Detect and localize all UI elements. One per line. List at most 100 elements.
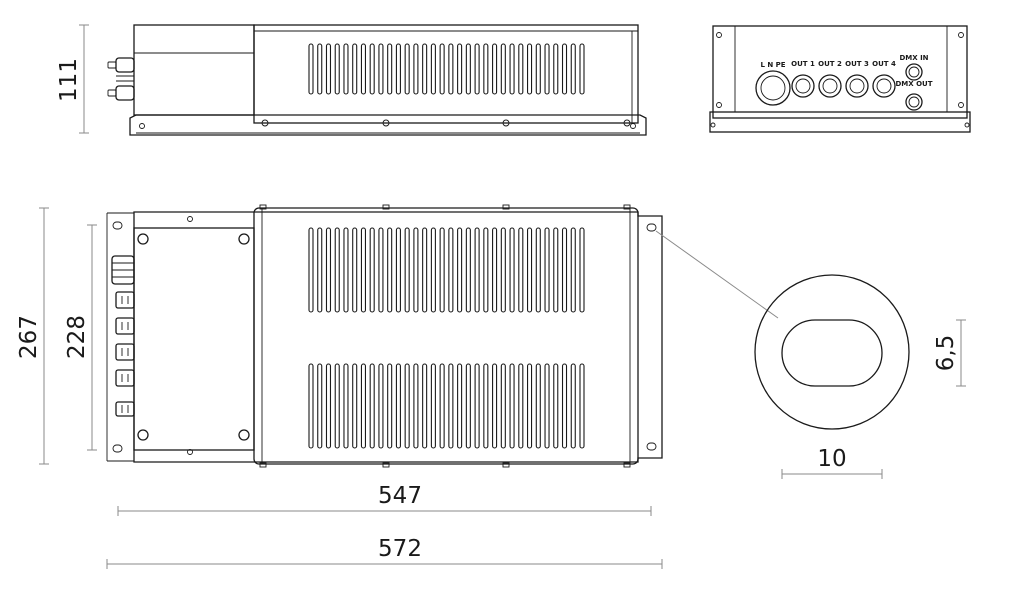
end-view: L N PE OUT 1 OUT 2 OUT 3 OUT 4 DMX IN DM…: [709, 25, 971, 133]
vent-slot: [509, 227, 515, 313]
vent-slot: [325, 363, 332, 449]
vent-slot: [413, 43, 419, 95]
vent-slot: [492, 43, 498, 95]
vent-slot: [448, 43, 454, 95]
dim-inner-width: 228: [64, 315, 90, 359]
vent-slot: [474, 363, 480, 449]
vent-slot: [518, 43, 524, 95]
vent-slot: [430, 363, 436, 449]
vent-slot: [325, 227, 332, 313]
vent-slot: [422, 227, 428, 313]
vent-slot: [352, 43, 358, 95]
vent-slot: [553, 43, 559, 95]
vent-slot: [448, 363, 454, 449]
dim-length-inner: 547: [378, 483, 422, 509]
vent-slot: [378, 43, 384, 95]
vent-slot: [518, 363, 524, 449]
vent-slot: [404, 363, 410, 449]
vent-slot: [404, 43, 410, 95]
vent-slot: [404, 227, 410, 313]
top-vent-slots-lower: [308, 363, 585, 449]
vent-slot: [360, 227, 367, 313]
vent-slot: [430, 227, 436, 313]
vent-slot: [360, 43, 367, 95]
vent-slot: [308, 363, 314, 449]
vent-slot: [413, 227, 419, 313]
vent-slot: [570, 43, 576, 95]
label-out1: OUT 1: [791, 60, 815, 68]
dim-hole-width: 10: [817, 446, 846, 472]
vent-slot: [500, 363, 506, 449]
vent-slot: [561, 227, 568, 313]
vent-slot: [317, 363, 323, 449]
vent-slot: [492, 227, 498, 313]
vent-slot: [352, 363, 358, 449]
vent-slot: [465, 363, 471, 449]
vent-slot: [518, 227, 524, 313]
vent-slot: [465, 43, 471, 95]
vent-slot: [526, 227, 533, 313]
vent-slot: [535, 227, 541, 313]
vent-slot: [544, 43, 550, 95]
vent-slot: [465, 227, 471, 313]
label-out3: OUT 3: [845, 60, 869, 68]
vent-slot: [395, 363, 401, 449]
vent-slot: [422, 43, 428, 95]
vent-slot: [570, 227, 576, 313]
vent-slot: [308, 227, 314, 313]
vent-slot: [378, 227, 384, 313]
label-power: L N PE: [760, 61, 785, 69]
vent-slot: [317, 227, 323, 313]
vent-slot: [430, 43, 436, 95]
vent-slot: [500, 43, 506, 95]
vent-slot: [526, 43, 533, 95]
vent-slot: [535, 363, 541, 449]
vent-slot: [553, 363, 559, 449]
vent-slot: [422, 363, 428, 449]
vent-slot: [387, 227, 393, 313]
vent-slot: [544, 227, 550, 313]
vent-slot: [360, 363, 367, 449]
vent-slot: [378, 363, 384, 449]
vent-slot: [500, 227, 506, 313]
label-dmx-out: DMX OUT: [895, 80, 932, 88]
vent-slot: [457, 227, 463, 313]
side-view: [107, 24, 647, 136]
vent-slot: [535, 43, 541, 95]
vent-slot: [544, 363, 550, 449]
vent-slot: [369, 227, 375, 313]
vent-slot: [474, 43, 480, 95]
vent-slot: [483, 363, 489, 449]
vent-slot: [343, 43, 349, 95]
vent-slot: [483, 227, 489, 313]
vent-slot: [457, 43, 463, 95]
vent-slot: [570, 363, 576, 449]
vent-slot: [334, 227, 340, 313]
vent-slot: [579, 43, 585, 95]
vent-slot: [509, 363, 515, 449]
vent-slot: [369, 363, 375, 449]
top-view: [106, 204, 663, 468]
vent-slot: [317, 43, 323, 95]
vent-slot: [483, 43, 489, 95]
vent-slot: [308, 43, 314, 95]
vent-slot: [395, 43, 401, 95]
vent-slot: [334, 363, 340, 449]
vent-slot: [509, 43, 515, 95]
vent-slot: [448, 227, 454, 313]
vent-slot: [492, 363, 498, 449]
vent-slot: [325, 43, 332, 95]
label-dmx-in: DMX IN: [899, 54, 928, 62]
vent-slot: [387, 363, 393, 449]
vent-slot: [579, 227, 585, 313]
vent-slot: [561, 363, 568, 449]
vent-slot: [387, 43, 393, 95]
vent-slot: [352, 227, 358, 313]
vent-slot: [334, 43, 340, 95]
vent-slot: [526, 363, 533, 449]
vent-slot: [395, 227, 401, 313]
vent-slot: [474, 227, 480, 313]
vent-slot: [369, 43, 375, 95]
hole-detail: [655, 230, 910, 430]
